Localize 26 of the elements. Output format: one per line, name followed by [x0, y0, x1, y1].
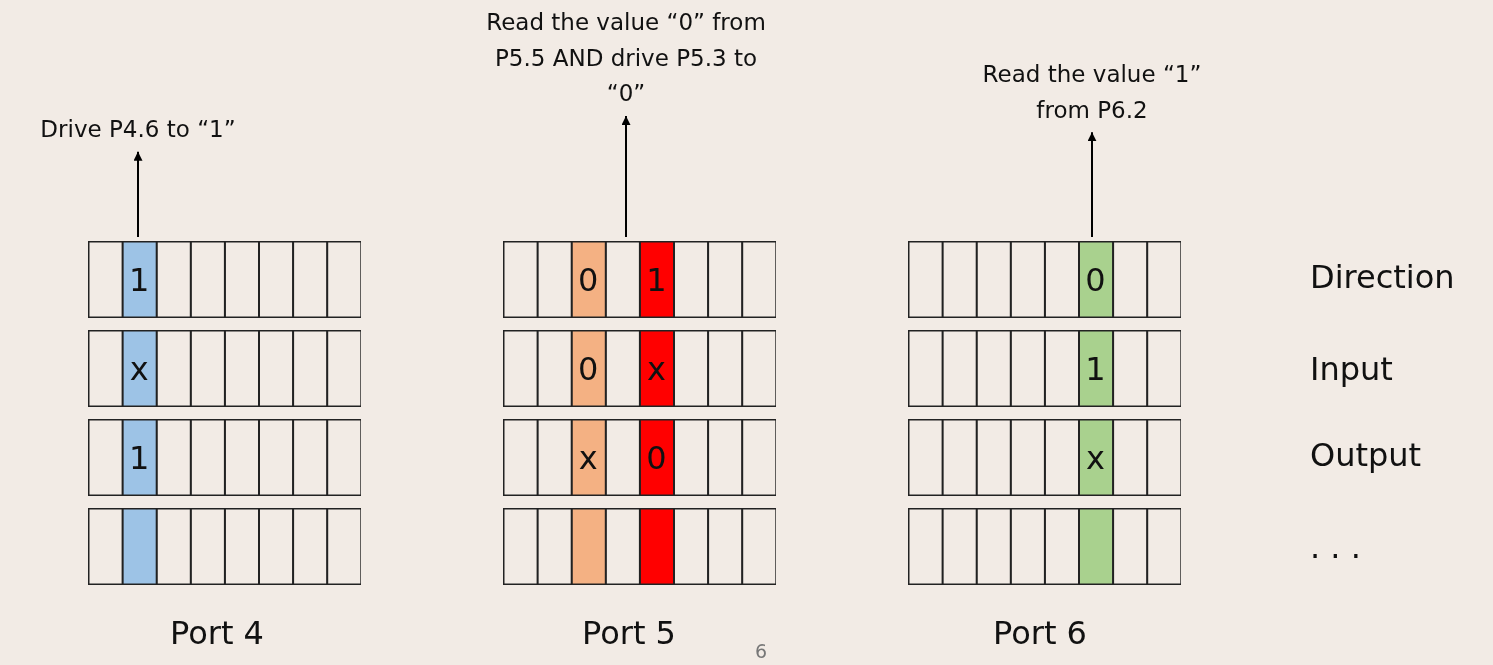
- page-number: 6: [755, 640, 768, 662]
- bit-value: x: [578, 438, 598, 477]
- bit-value: x: [646, 349, 666, 388]
- register-label: . . .: [1310, 528, 1361, 566]
- bit-value: 1: [128, 260, 150, 299]
- bit-value: 0: [1085, 260, 1106, 299]
- annotation-text: Read the value “1” from P6.2: [981, 60, 1203, 125]
- port-label: Port 6: [993, 614, 1087, 652]
- bit-value: 0: [578, 349, 599, 388]
- bit-value: x: [1086, 438, 1105, 477]
- annotation-text: Drive P4.6 to “1”: [40, 115, 236, 144]
- port-label: Port 5: [582, 614, 676, 652]
- bit-value: x: [129, 349, 149, 388]
- bit-value: 1: [646, 260, 667, 299]
- arrow: [621, 114, 631, 238]
- port-label: Port 4: [170, 614, 264, 652]
- register-label: Input: [1310, 350, 1393, 388]
- register-label: Direction: [1310, 258, 1455, 296]
- bit-value: 0: [578, 260, 599, 299]
- bit-value: 1: [1085, 349, 1106, 388]
- annotation-text: Read the value “0” from P5.5 AND drive P5.3 to “0”: [485, 8, 767, 109]
- arrow: [133, 150, 143, 238]
- arrow: [1087, 131, 1097, 238]
- bit-value: 1: [128, 438, 150, 477]
- bit-value: 0: [646, 438, 667, 477]
- register-label: Output: [1310, 436, 1422, 474]
